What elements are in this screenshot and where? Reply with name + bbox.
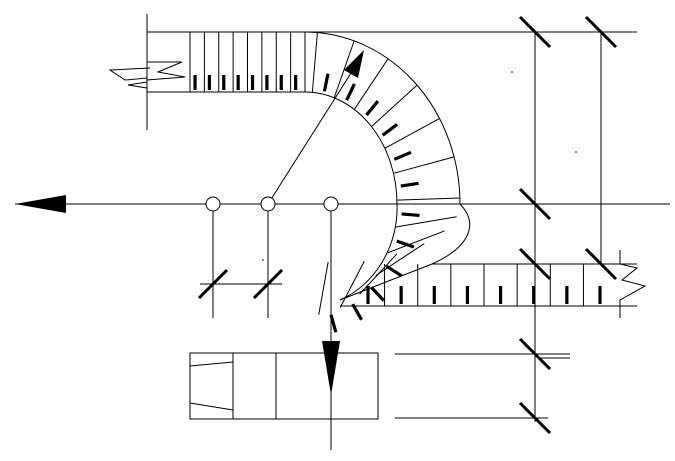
curve-tread-line bbox=[393, 156, 455, 174]
down-arrow-head bbox=[322, 341, 340, 395]
right-dimension-tick bbox=[518, 401, 552, 435]
curve-tread-line bbox=[339, 260, 365, 308]
curve-tread-marker bbox=[396, 239, 415, 249]
right-dimension-tick bbox=[518, 15, 552, 49]
curve-tread-line bbox=[371, 84, 418, 127]
curve-tread-marker bbox=[400, 181, 419, 188]
direction-arrow-head bbox=[344, 50, 364, 78]
detail-box-wedge-bottom bbox=[189, 402, 234, 411]
speck-2 bbox=[575, 151, 577, 153]
curve-tread-line bbox=[384, 118, 440, 149]
curve-tread-marker bbox=[351, 303, 363, 321]
curve-tread-line bbox=[311, 32, 318, 93]
curve-tread-line bbox=[353, 58, 389, 110]
lower-flight-treads bbox=[366, 264, 602, 306]
left-break-symbol bbox=[108, 61, 186, 89]
speck-1 bbox=[511, 71, 513, 73]
curved-flight-end-closure bbox=[339, 263, 433, 301]
curve-tread-line bbox=[387, 230, 445, 254]
curve-tread-line bbox=[394, 216, 457, 228]
curve-tread-marker bbox=[365, 100, 380, 117]
curve-tread-marker bbox=[401, 212, 420, 218]
curve-tread-marker bbox=[370, 286, 386, 302]
detail-box-wedge-top bbox=[189, 361, 234, 367]
curved-flight-inner-arc bbox=[304, 91, 398, 301]
dim-tick-right bbox=[252, 268, 284, 300]
right-dimension-tick bbox=[584, 247, 618, 281]
curve-tread-line bbox=[396, 197, 460, 201]
right-dimension-tick bbox=[584, 15, 618, 49]
curve-tread-line bbox=[359, 253, 398, 295]
axis-circle-3 bbox=[323, 196, 339, 212]
speck-3 bbox=[262, 259, 264, 261]
axis-circle-2 bbox=[260, 196, 276, 212]
curve-tread-marker bbox=[329, 314, 338, 333]
curve-tread-marker bbox=[322, 73, 330, 92]
right-break-symbol bbox=[619, 250, 647, 318]
direction-arrow-line bbox=[267, 61, 359, 205]
left-arrow-head bbox=[15, 195, 66, 213]
curve-tread-marker bbox=[345, 83, 356, 101]
curve-tread-line bbox=[318, 261, 329, 315]
right-dimension-ticks bbox=[518, 15, 618, 435]
curve-tread-marker bbox=[393, 150, 412, 161]
right-dimension-tick bbox=[518, 187, 552, 221]
right-dimension-tick bbox=[518, 247, 552, 281]
curved-flight-outer-arc bbox=[304, 31, 471, 265]
curved-flight-treads bbox=[311, 32, 460, 333]
curve-tread-line bbox=[375, 243, 425, 276]
upper-flight-treads bbox=[193, 32, 306, 92]
detail-box bbox=[189, 352, 379, 420]
curve-tread-marker bbox=[385, 264, 403, 278]
curve-tread-marker bbox=[381, 123, 399, 137]
dim-tick-left bbox=[197, 268, 229, 300]
right-dimension-tick bbox=[518, 337, 552, 371]
axis-circle-1 bbox=[205, 196, 221, 212]
curve-tread-line bbox=[333, 40, 355, 98]
